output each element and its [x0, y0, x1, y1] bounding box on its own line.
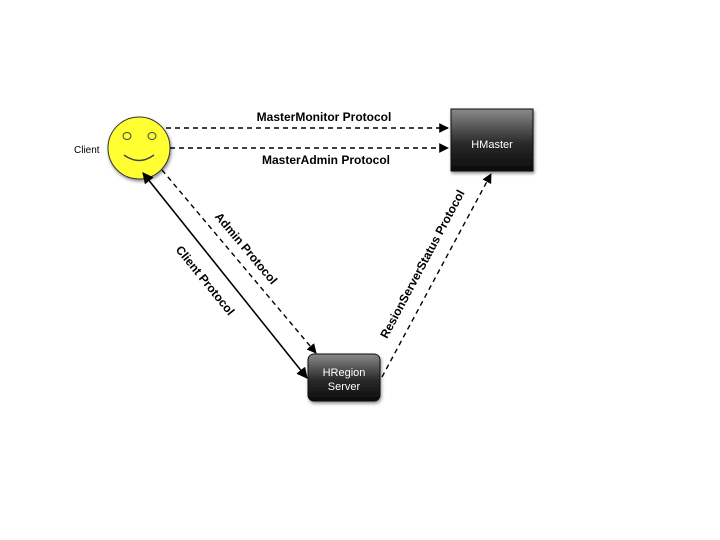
- region-server-status-label: ResionServerStatus Protocol: [377, 188, 467, 341]
- master-admin-label: MasterAdmin Protocol: [262, 153, 390, 167]
- client-smiley-icon: [107, 116, 171, 180]
- hregion-label-line1: HRegion: [323, 367, 366, 379]
- hmaster-label: HMaster: [471, 139, 513, 151]
- client-label: Client: [74, 145, 100, 156]
- hregion-label-line2: Server: [328, 381, 361, 393]
- master-monitor-label: MasterMonitor Protocol: [257, 110, 392, 124]
- hmaster-node: HMaster: [450, 108, 534, 172]
- client-protocol-label: Client Protocol: [173, 243, 238, 318]
- client-protocol-edge: [142, 172, 308, 379]
- region-server-status-edge: [381, 173, 492, 378]
- hregion-server-node: HRegion Server: [307, 353, 381, 402]
- admin-label: Admin Protocol: [212, 210, 280, 287]
